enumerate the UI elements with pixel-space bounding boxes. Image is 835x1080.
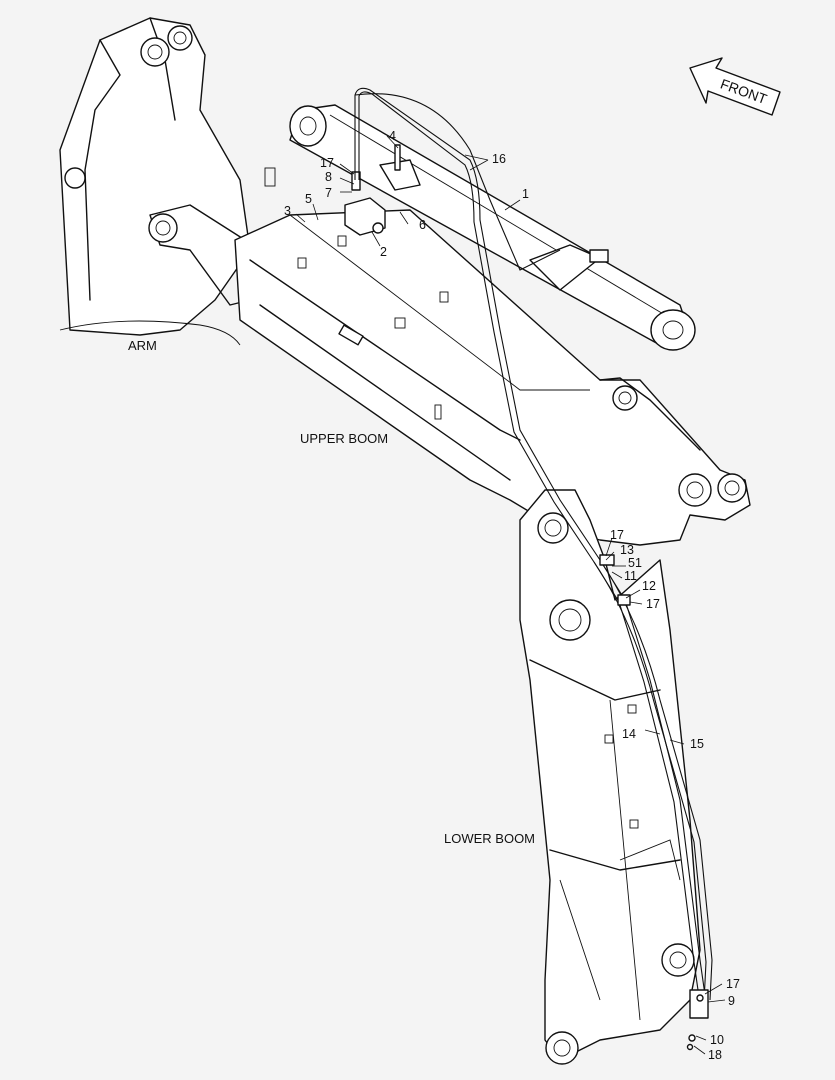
upper-boom-label: UPPER BOOM xyxy=(300,431,388,446)
callout-16: 16 xyxy=(492,152,506,166)
bolt-marker xyxy=(686,1043,694,1051)
callout-17-bottom: 17 xyxy=(726,977,740,991)
callout-17-top: 17 xyxy=(320,156,334,170)
callout-8: 8 xyxy=(325,170,332,184)
callout-2: 2 xyxy=(380,245,387,259)
callout-6: 6 xyxy=(419,218,426,232)
valve-block xyxy=(344,144,401,236)
fitting-marker xyxy=(696,994,704,1002)
callout-17-mid: 17 xyxy=(610,528,624,542)
callout-5: 5 xyxy=(305,192,312,206)
upper-boom-drawing xyxy=(234,167,751,546)
callout-17-lower: 17 xyxy=(646,597,660,611)
callout-11: 11 xyxy=(624,569,637,583)
arm-drawing xyxy=(59,17,251,346)
callout-12: 12 xyxy=(642,579,656,593)
callout-18: 18 xyxy=(708,1048,722,1062)
callout-15: 15 xyxy=(690,737,704,751)
callout-51: 51 xyxy=(628,556,642,570)
callout-9: 9 xyxy=(728,994,735,1008)
washer-marker xyxy=(688,1034,696,1042)
arm-label: ARM xyxy=(128,338,157,353)
front-arrow-icon: FRONT xyxy=(689,57,781,116)
callout-10: 10 xyxy=(710,1033,724,1047)
lower-boom-drawing xyxy=(519,489,701,1065)
lower-boom-label: LOWER BOOM xyxy=(444,831,535,846)
callout-3: 3 xyxy=(284,204,291,218)
callout-1: 1 xyxy=(522,187,529,201)
callout-14: 14 xyxy=(622,727,636,741)
hoses xyxy=(354,87,713,1019)
callout-leaders xyxy=(295,135,726,1055)
callout-13: 13 xyxy=(620,543,634,557)
callout-4: 4 xyxy=(389,129,396,143)
callout-7: 7 xyxy=(325,186,332,200)
